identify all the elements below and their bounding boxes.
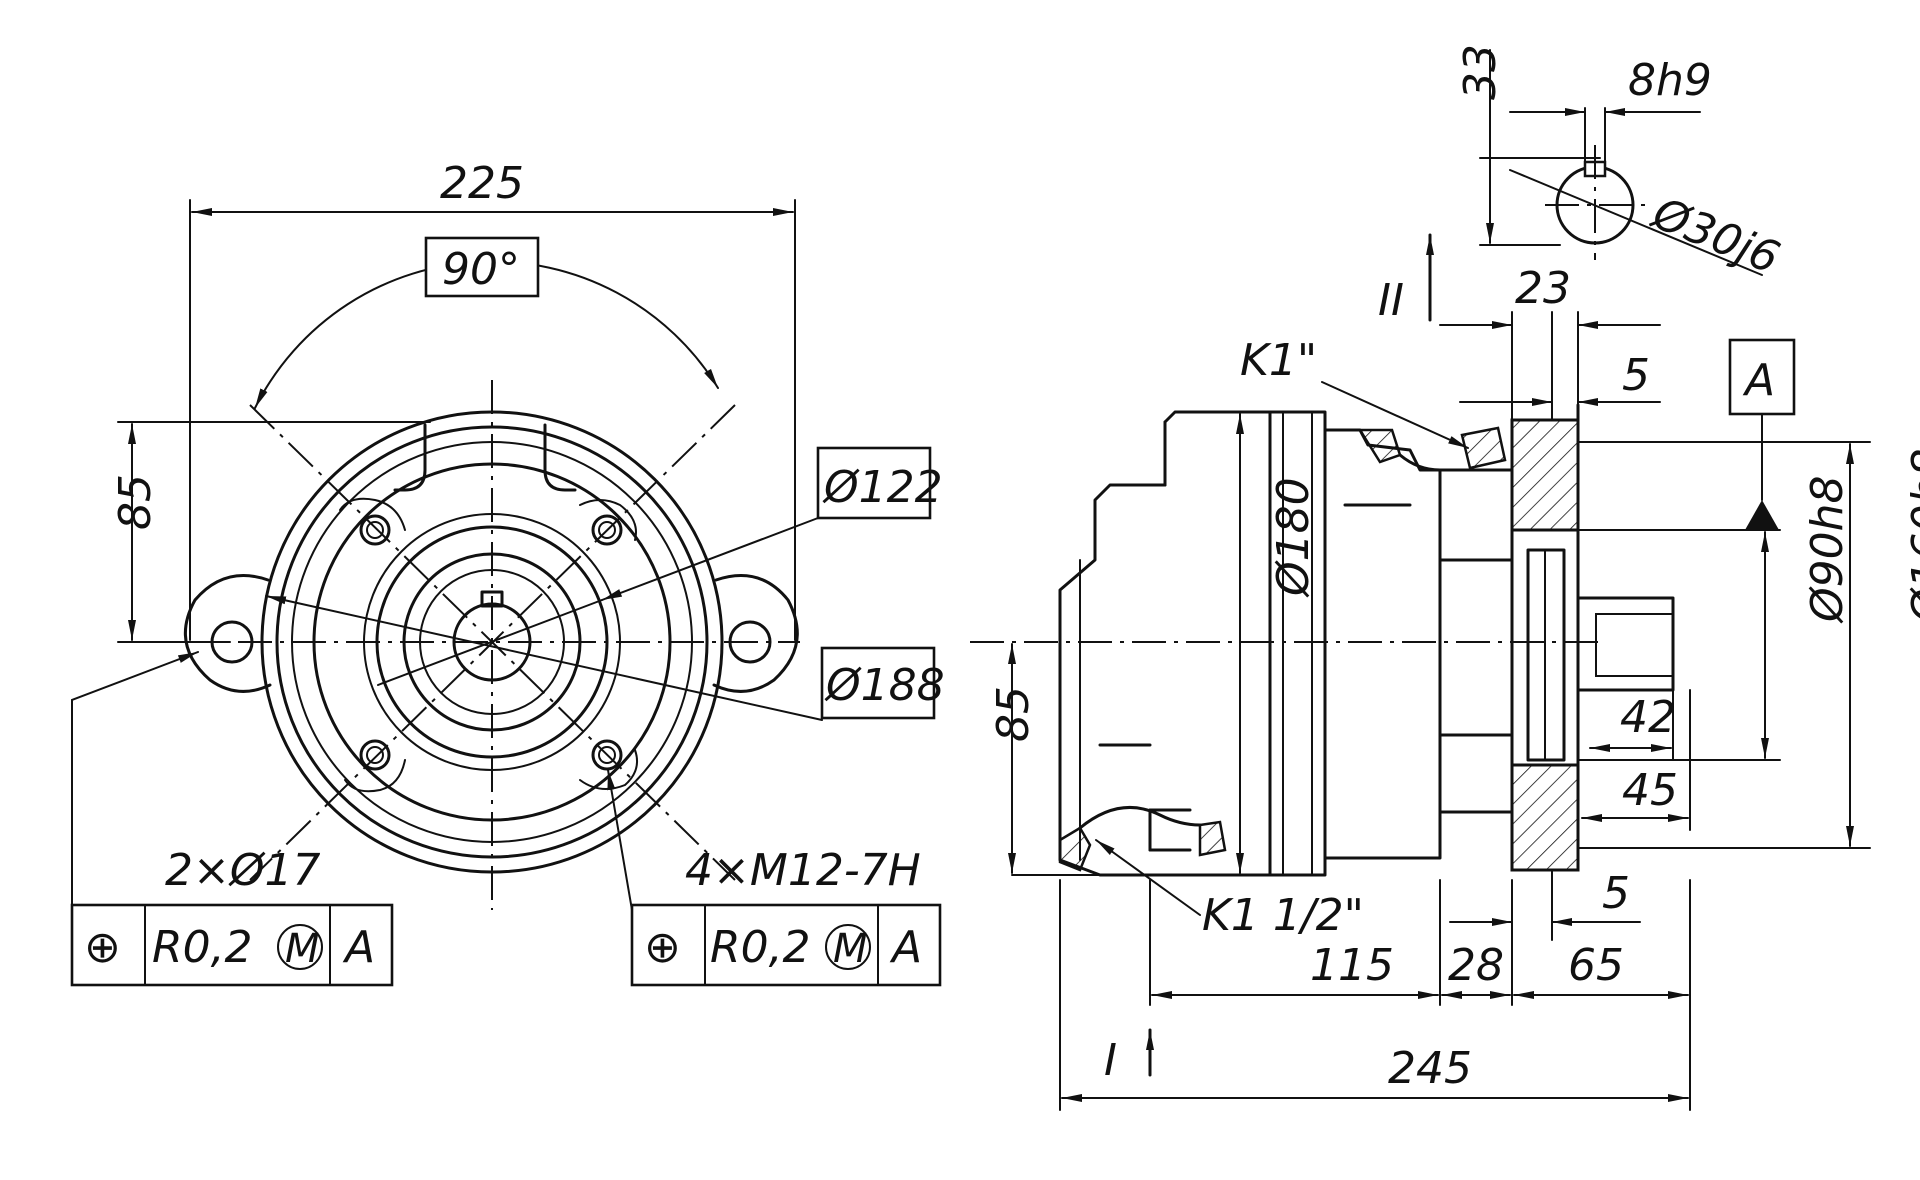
- section-2: II: [1378, 275, 1404, 326]
- dim-245: 245: [1388, 1043, 1472, 1094]
- hub-circle: [402, 552, 582, 732]
- dim-d188: Ø188: [824, 660, 945, 711]
- frame-left-tolerance: R0,2: [152, 922, 253, 973]
- dim-d180: Ø180: [1268, 477, 1319, 598]
- angle-box: [424, 236, 540, 298]
- dim-5-bottom: 5: [1602, 868, 1630, 919]
- leader-d188: [265, 595, 823, 721]
- frame-right-datum: A: [889, 922, 922, 973]
- leader-d122: [601, 517, 819, 601]
- datum-a: A: [1742, 355, 1775, 406]
- feature-frame-left: ⊕ R0,2 M A: [70, 903, 394, 987]
- label-holes: 2×Ø17: [165, 845, 320, 896]
- dim-42: 42: [1620, 692, 1676, 743]
- body-circle-3: [291, 441, 693, 843]
- dim-65: 65: [1568, 940, 1624, 991]
- d122-box: [816, 446, 932, 520]
- top-lug-left: [393, 423, 427, 492]
- dim-d90: Ø90h8: [1802, 475, 1853, 624]
- dim-85-front: 85: [110, 474, 161, 530]
- dim-33: 33: [1455, 44, 1506, 100]
- d188-box: [820, 646, 936, 720]
- rear-cover-outline: [1058, 410, 1272, 877]
- label-k1: K1": [1240, 335, 1317, 386]
- shaft-key: [1595, 613, 1674, 677]
- body-outer-circle: [260, 410, 724, 874]
- dim-23: 23: [1515, 263, 1571, 314]
- dim-d30: Ø30j6: [1644, 187, 1786, 284]
- dim-d160: Ø160h8: [1903, 449, 1920, 626]
- frame-left-modifier: M: [285, 926, 320, 972]
- dim-5-top: 5: [1622, 350, 1650, 401]
- flange-ear-right: [712, 574, 799, 693]
- feature-frame-right: ⊕ R0,2 M A: [630, 903, 942, 987]
- frame-right-symbol: ⊕: [644, 922, 681, 973]
- leader-d30: [1509, 169, 1763, 276]
- datum-a-box: [1728, 338, 1796, 416]
- dim-115: 115: [1310, 940, 1394, 991]
- shaft-circle: [452, 602, 532, 682]
- dim-225: 225: [440, 158, 524, 209]
- leader-holes: [71, 651, 199, 911]
- frame-left-datum: A: [342, 922, 375, 973]
- hub-circle-inner: [419, 569, 565, 715]
- dim-85-side: 85: [988, 686, 1039, 742]
- mount-hole-right: [728, 620, 772, 664]
- front-housing: [1323, 428, 1442, 860]
- dim-90deg: 90°: [442, 244, 520, 295]
- leader-threads: [607, 769, 633, 911]
- dim-45: 45: [1622, 765, 1678, 816]
- leader-k112: [1095, 839, 1201, 916]
- shaft-section: 33 8h9 Ø30j6: [1455, 44, 1786, 284]
- body-circle-4: [312, 462, 672, 822]
- frame-right-modifier: M: [833, 926, 868, 972]
- frame-right-tolerance: R0,2: [710, 922, 811, 973]
- side-view: Ø180 85 K1" K1 1/2" A 23 5 Ø90h8: [970, 233, 1920, 1111]
- frame-left-symbol: ⊕: [84, 922, 121, 973]
- top-lug-right: [543, 423, 577, 492]
- section-1: I: [1104, 1035, 1117, 1086]
- label-k112: K1 1/2": [1202, 890, 1364, 941]
- front-view: 225 90° 85 Ø122 Ø188 2×Ø17 4×M12-7H ⊕ R0…: [70, 158, 945, 987]
- threaded-holes: [339, 497, 638, 793]
- datum-triangle: [1745, 500, 1779, 530]
- dim-28: 28: [1448, 940, 1504, 991]
- body-circle-2: [275, 425, 709, 859]
- pilot-circle: [363, 513, 621, 771]
- dim-d122: Ø122: [822, 462, 943, 513]
- label-threads: 4×M12-7H: [685, 845, 921, 896]
- pilot-circle-inner: [375, 525, 609, 759]
- stator-ring: [1268, 410, 1327, 877]
- leader-k1: [1321, 381, 1469, 449]
- flange-ear-left: [183, 574, 272, 693]
- key-slot: [480, 590, 504, 608]
- dim-8h9: 8h9: [1628, 55, 1712, 106]
